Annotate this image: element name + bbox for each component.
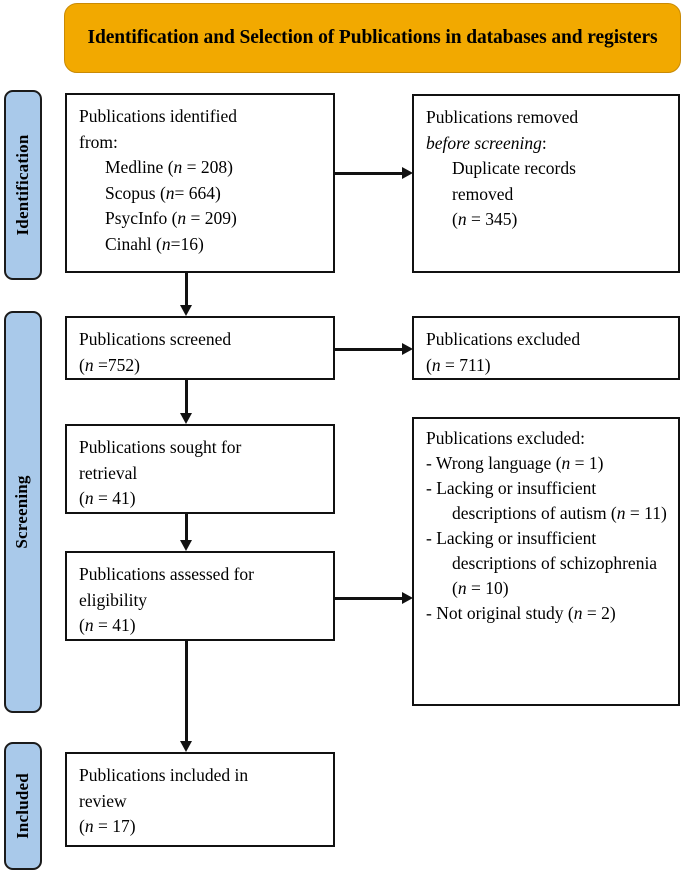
removed-detail-2: removed (452, 183, 514, 204)
sought-line-2: retrieval (79, 462, 138, 483)
included-count: (n = 17) (79, 814, 323, 840)
box-publications-excluded-reasons: Publications excluded: - Wrong language … (412, 417, 680, 706)
phase-bar-included: Included (4, 742, 42, 870)
source-name-scopus: Scopus (105, 182, 156, 203)
included-line-2: review (79, 790, 127, 811)
identified-line-2: from: (79, 131, 118, 152)
diagram-header-banner: Identification and Selection of Publicat… (64, 3, 681, 73)
identified-source-cinahl: Cinahl (n=16) (79, 232, 323, 258)
removed-detail-1: Duplicate records (452, 158, 576, 178)
identified-line-1: Publications identified (79, 106, 237, 126)
phase-label-included: Included (13, 773, 32, 839)
excluded2-reason-schizophrenia-descriptions: - Lacking or insufficient descriptions o… (426, 528, 658, 598)
phase-label-screening: Screening (11, 475, 31, 549)
assessed-line-1: Publications assessed for (79, 564, 254, 584)
excluded1-count-value: (n = 711) (426, 354, 491, 375)
phase-label-identification: Identification (13, 134, 32, 236)
excluded1-line-1: Publications excluded (426, 329, 581, 349)
identified-source-psycinfo: PsycInfo (n = 209) (79, 206, 323, 232)
box-publications-removed: Publications removed before screening: D… (412, 94, 680, 273)
removed-line-1: Publications removed (426, 107, 579, 127)
sought-count-value: (n = 41) (79, 488, 136, 508)
excluded1-count: (n = 711) (426, 353, 668, 379)
excluded2-reason-not-original-study: - Not original study (n = 2) (426, 603, 616, 623)
box-publications-identified: Publications identified from: Medline (n… (65, 93, 335, 273)
phase-bar-screening: Screening (4, 311, 42, 713)
screened-count-value: (n =752) (79, 354, 140, 375)
box-publications-sought: Publications sought for retrieval (n = 4… (65, 424, 335, 514)
source-name-medline: Medline (105, 157, 164, 177)
removed-count: (n = 345) (426, 207, 668, 233)
included-count-value: (n = 17) (79, 816, 136, 836)
excluded2-reason-autism-descriptions: - Lacking or insufficient descriptions o… (426, 478, 667, 523)
screened-count: (n =752) (79, 353, 323, 379)
included-line-1: Publications included in (79, 765, 249, 785)
removed-line-2-colon: : (541, 132, 547, 153)
source-count-scopus: (n= 664) (159, 182, 221, 203)
assessed-count: (n = 41) (79, 613, 323, 639)
assessed-count-value: (n = 41) (79, 615, 136, 635)
source-name-cinahl: Cinahl (105, 233, 152, 254)
box-publications-screened: Publications screened (n =752) (65, 316, 335, 380)
excluded2-heading: Publications excluded: (426, 428, 585, 448)
box-publications-excluded-screening: Publications excluded (n = 711) (412, 316, 680, 380)
identified-source-medline: Medline (n = 208) (79, 155, 323, 181)
sought-line-1: Publications sought for (79, 437, 242, 457)
source-count-cinahl: (n=16) (156, 233, 204, 254)
removed-count-value: (n = 345) (452, 209, 518, 229)
source-count-psycinfo: (n = 209) (171, 208, 237, 228)
identified-source-scopus: Scopus (n= 664) (79, 181, 323, 207)
excluded2-reason-wrong-language: - Wrong language (n = 1) (426, 453, 604, 473)
removed-before-screening-emphasis: before screening (426, 132, 542, 153)
source-count-medline: (n = 208) (167, 157, 233, 177)
box-publications-included: Publications included in review (n = 17) (65, 752, 335, 847)
assessed-line-2: eligibility (79, 589, 148, 610)
diagram-title: Identification and Selection of Publicat… (87, 27, 658, 48)
screened-line-1: Publications screened (79, 329, 232, 349)
phase-bar-identification: Identification (4, 90, 42, 280)
sought-count: (n = 41) (79, 486, 323, 512)
box-publications-assessed: Publications assessed for eligibility (n… (65, 551, 335, 641)
source-name-psycinfo: PsycInfo (105, 208, 168, 228)
removed-line-2: before screening: (426, 131, 668, 157)
